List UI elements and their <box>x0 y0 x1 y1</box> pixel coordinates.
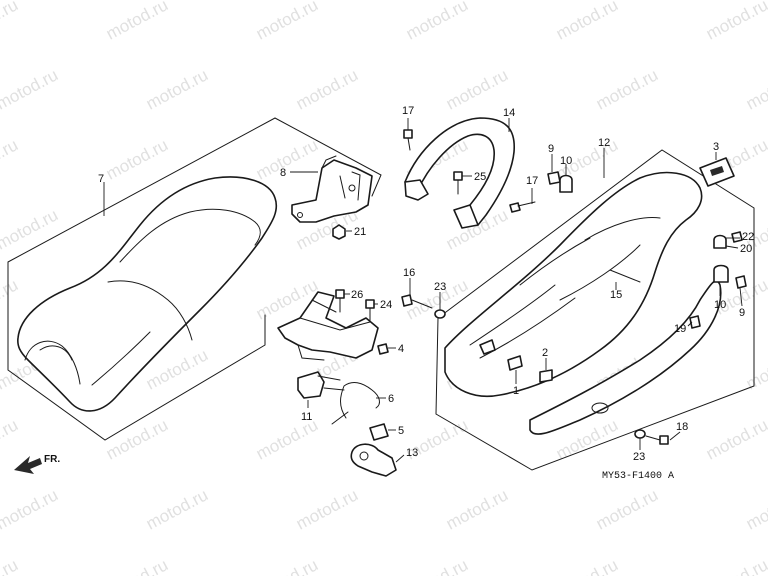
callout-16: 16 <box>403 267 415 279</box>
watermark-text: motod.ru <box>253 135 321 183</box>
callout-4: 4 <box>398 343 404 355</box>
front-direction-arrow: FR. <box>14 454 60 474</box>
watermark-text: motod.ru <box>593 65 661 113</box>
callout-23b: 23 <box>633 451 645 463</box>
watermark-text: motod.ru <box>403 0 471 44</box>
callout-5: 5 <box>398 425 404 437</box>
callout-10b: 10 <box>714 299 726 311</box>
rear-cowl[interactable] <box>444 171 703 397</box>
rear-cowl-assembly <box>401 149 755 471</box>
watermark-text: motod.ru <box>143 65 211 113</box>
watermark-text: motod.ru <box>443 65 511 113</box>
leader-lines <box>103 118 743 463</box>
right-small-parts <box>547 157 747 329</box>
callout-19: 19 <box>674 323 686 335</box>
watermark-text: motod.ru <box>0 0 21 44</box>
callout-15: 15 <box>610 289 622 301</box>
callout-17a: 17 <box>402 105 414 117</box>
watermark-text: motod.ru <box>553 0 621 44</box>
seat-catch-assembly <box>277 289 397 477</box>
callout-17b: 17 <box>526 175 538 187</box>
seat-assembly <box>7 117 382 441</box>
callout-3: 3 <box>713 141 719 153</box>
seat[interactable] <box>17 176 278 412</box>
watermark-text: motod.ru <box>443 485 511 533</box>
callout-11: 11 <box>301 411 312 423</box>
callout-20: 20 <box>740 243 752 255</box>
watermark-text: motod.ru <box>0 485 61 533</box>
watermark-text: motod.ru <box>703 415 768 463</box>
watermark-text: motod.ru <box>0 555 21 576</box>
watermark-text: motod.ru <box>593 485 661 533</box>
watermark-text: motod.ru <box>253 0 321 44</box>
watermark-text: motod.ru <box>103 135 171 183</box>
grab-rail <box>403 117 536 229</box>
callout-24: 24 <box>380 299 392 311</box>
watermark-text: motod.ru <box>703 555 768 576</box>
watermark-text: motod.ru <box>403 555 471 576</box>
callout-8: 8 <box>280 167 286 179</box>
watermark-text: motod.ru <box>743 485 768 533</box>
front-label: FR. <box>44 454 60 465</box>
watermark-text: motod.ru <box>703 0 768 44</box>
drawing-code: MY53-F1400 A <box>602 471 674 482</box>
watermark-text: motod.ru <box>743 345 768 393</box>
callout-labels: 7 8 21 26 24 4 6 5 13 11 17 14 25 17 9 1… <box>98 105 754 463</box>
watermark-text: motod.ru <box>0 135 21 183</box>
callout-6: 6 <box>388 393 394 405</box>
callout-21: 21 <box>354 226 366 238</box>
watermark-text: motod.ru <box>0 415 21 463</box>
seat-lock-bracket <box>291 155 373 240</box>
watermark-text: motod.ru <box>553 555 621 576</box>
callout-7: 7 <box>98 173 104 185</box>
callout-1: 1 <box>513 385 519 397</box>
callout-14: 14 <box>503 107 515 119</box>
watermark-text: motod.ru <box>103 415 171 463</box>
watermark-text: motod.ru <box>143 485 211 533</box>
callout-18: 18 <box>676 421 688 433</box>
callout-2: 2 <box>542 347 548 359</box>
watermark-text: motod.ru <box>0 275 21 323</box>
callout-26: 26 <box>351 289 363 301</box>
watermark-text: motod.ru <box>253 555 321 576</box>
callout-25: 25 <box>474 171 486 183</box>
watermark-text: motod.ru <box>743 65 768 113</box>
callout-22: 22 <box>742 231 754 243</box>
callout-10a: 10 <box>560 155 572 167</box>
callout-23a: 23 <box>434 281 446 293</box>
callout-12: 12 <box>598 137 610 149</box>
watermark-text: motod.ru <box>0 205 61 253</box>
callout-13: 13 <box>406 447 418 459</box>
callout-9b: 9 <box>739 307 745 319</box>
watermark-text: motod.ru <box>0 65 61 113</box>
callout-9a: 9 <box>548 143 554 155</box>
watermark-text: motod.ru <box>103 555 171 576</box>
watermark-text: motod.ru <box>103 0 171 44</box>
watermark-text: motod.ru <box>293 485 361 533</box>
watermark-text: motod.ru <box>293 65 361 113</box>
